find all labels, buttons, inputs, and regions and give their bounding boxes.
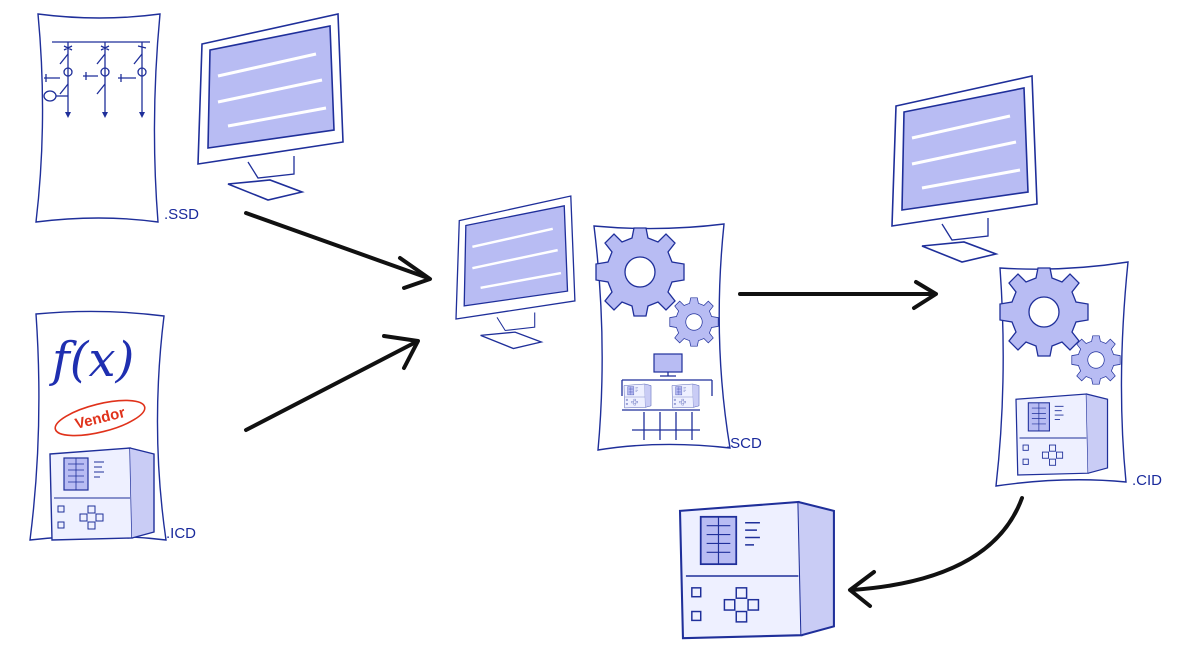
arrow-icd-to-configurator <box>244 334 420 432</box>
ssd-document: .SSD <box>35 13 199 223</box>
monitor-icon <box>454 194 577 350</box>
ssd-file-label: .SSD <box>164 206 199 223</box>
gear-icon <box>999 267 1089 357</box>
scd-document: .SCD <box>593 223 762 452</box>
formula-label: f(x) <box>49 332 134 388</box>
network-topology-icon <box>621 353 713 440</box>
protection-relay-icon <box>678 500 835 640</box>
single-line-diagram-icon <box>43 41 150 118</box>
icd-file-label: .ICD <box>166 525 196 542</box>
protection-relay-icon <box>1015 393 1109 476</box>
scd-file-label: .SCD <box>726 435 762 452</box>
cid-file-label: .CID <box>1132 472 1162 489</box>
protection-relay-icon <box>49 447 155 541</box>
arrow-cid-to-ied <box>848 496 1024 608</box>
icd-document: f(x) Vendor .ICD <box>29 310 196 542</box>
gear-icon <box>595 227 685 317</box>
arrow-ssd-to-configurator <box>244 211 432 290</box>
arrow-scd-to-ied-configurator <box>738 280 938 310</box>
monitor-icon <box>196 12 345 202</box>
monitor-icon <box>890 74 1039 264</box>
gear-icon <box>1071 335 1121 385</box>
cid-document: .CID <box>995 261 1162 489</box>
gear-icon <box>669 297 719 347</box>
